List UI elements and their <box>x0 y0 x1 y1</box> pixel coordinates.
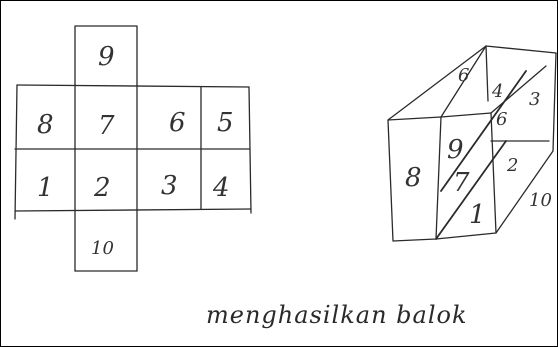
cuboid-face-front-mid-top: 9 <box>447 135 464 165</box>
cuboid-face-right: 2 <box>506 155 518 176</box>
net-face-r1-4: 5 <box>217 108 234 138</box>
net-line-upper <box>17 85 249 87</box>
net-face-top: 9 <box>98 42 115 72</box>
net-face-r1-3: 6 <box>169 108 186 138</box>
net-face-r2-2: 2 <box>93 173 111 203</box>
cuboid-net: 9 8 7 6 5 1 2 3 4 10 <box>15 26 251 271</box>
net-face-r2-1: 1 <box>37 173 54 203</box>
net-face-r2-3: 3 <box>161 171 178 201</box>
cuboid-face-side-right: 3 <box>529 89 540 110</box>
net-face-r1-2: 7 <box>98 111 115 141</box>
caption-text: menghasilkan balok <box>206 301 468 329</box>
cuboid-face-right-bottom: 10 <box>529 190 552 211</box>
cuboid-face-top-inner: 6 <box>496 109 507 130</box>
cuboid-face-front-mid: 7 <box>453 168 470 198</box>
cuboid-sketch: 6 4 6 3 8 9 7 1 2 10 <box>388 46 556 241</box>
net-face-r2-4: 4 <box>212 173 230 203</box>
cuboid-face-front-left: 8 <box>405 163 422 193</box>
net-left-edge <box>15 85 17 219</box>
net-right-edge <box>249 87 251 213</box>
cuboid-face-top-front: 6 <box>458 65 469 86</box>
cuboid-top-crease-3 <box>486 46 488 101</box>
cuboid-face-front-bottom: 1 <box>469 200 486 230</box>
net-face-bottom: 10 <box>91 238 114 259</box>
net-line-lower <box>15 209 251 211</box>
cuboid-face-top-back: 4 <box>491 81 503 102</box>
net-face-r1-1: 8 <box>37 110 54 140</box>
